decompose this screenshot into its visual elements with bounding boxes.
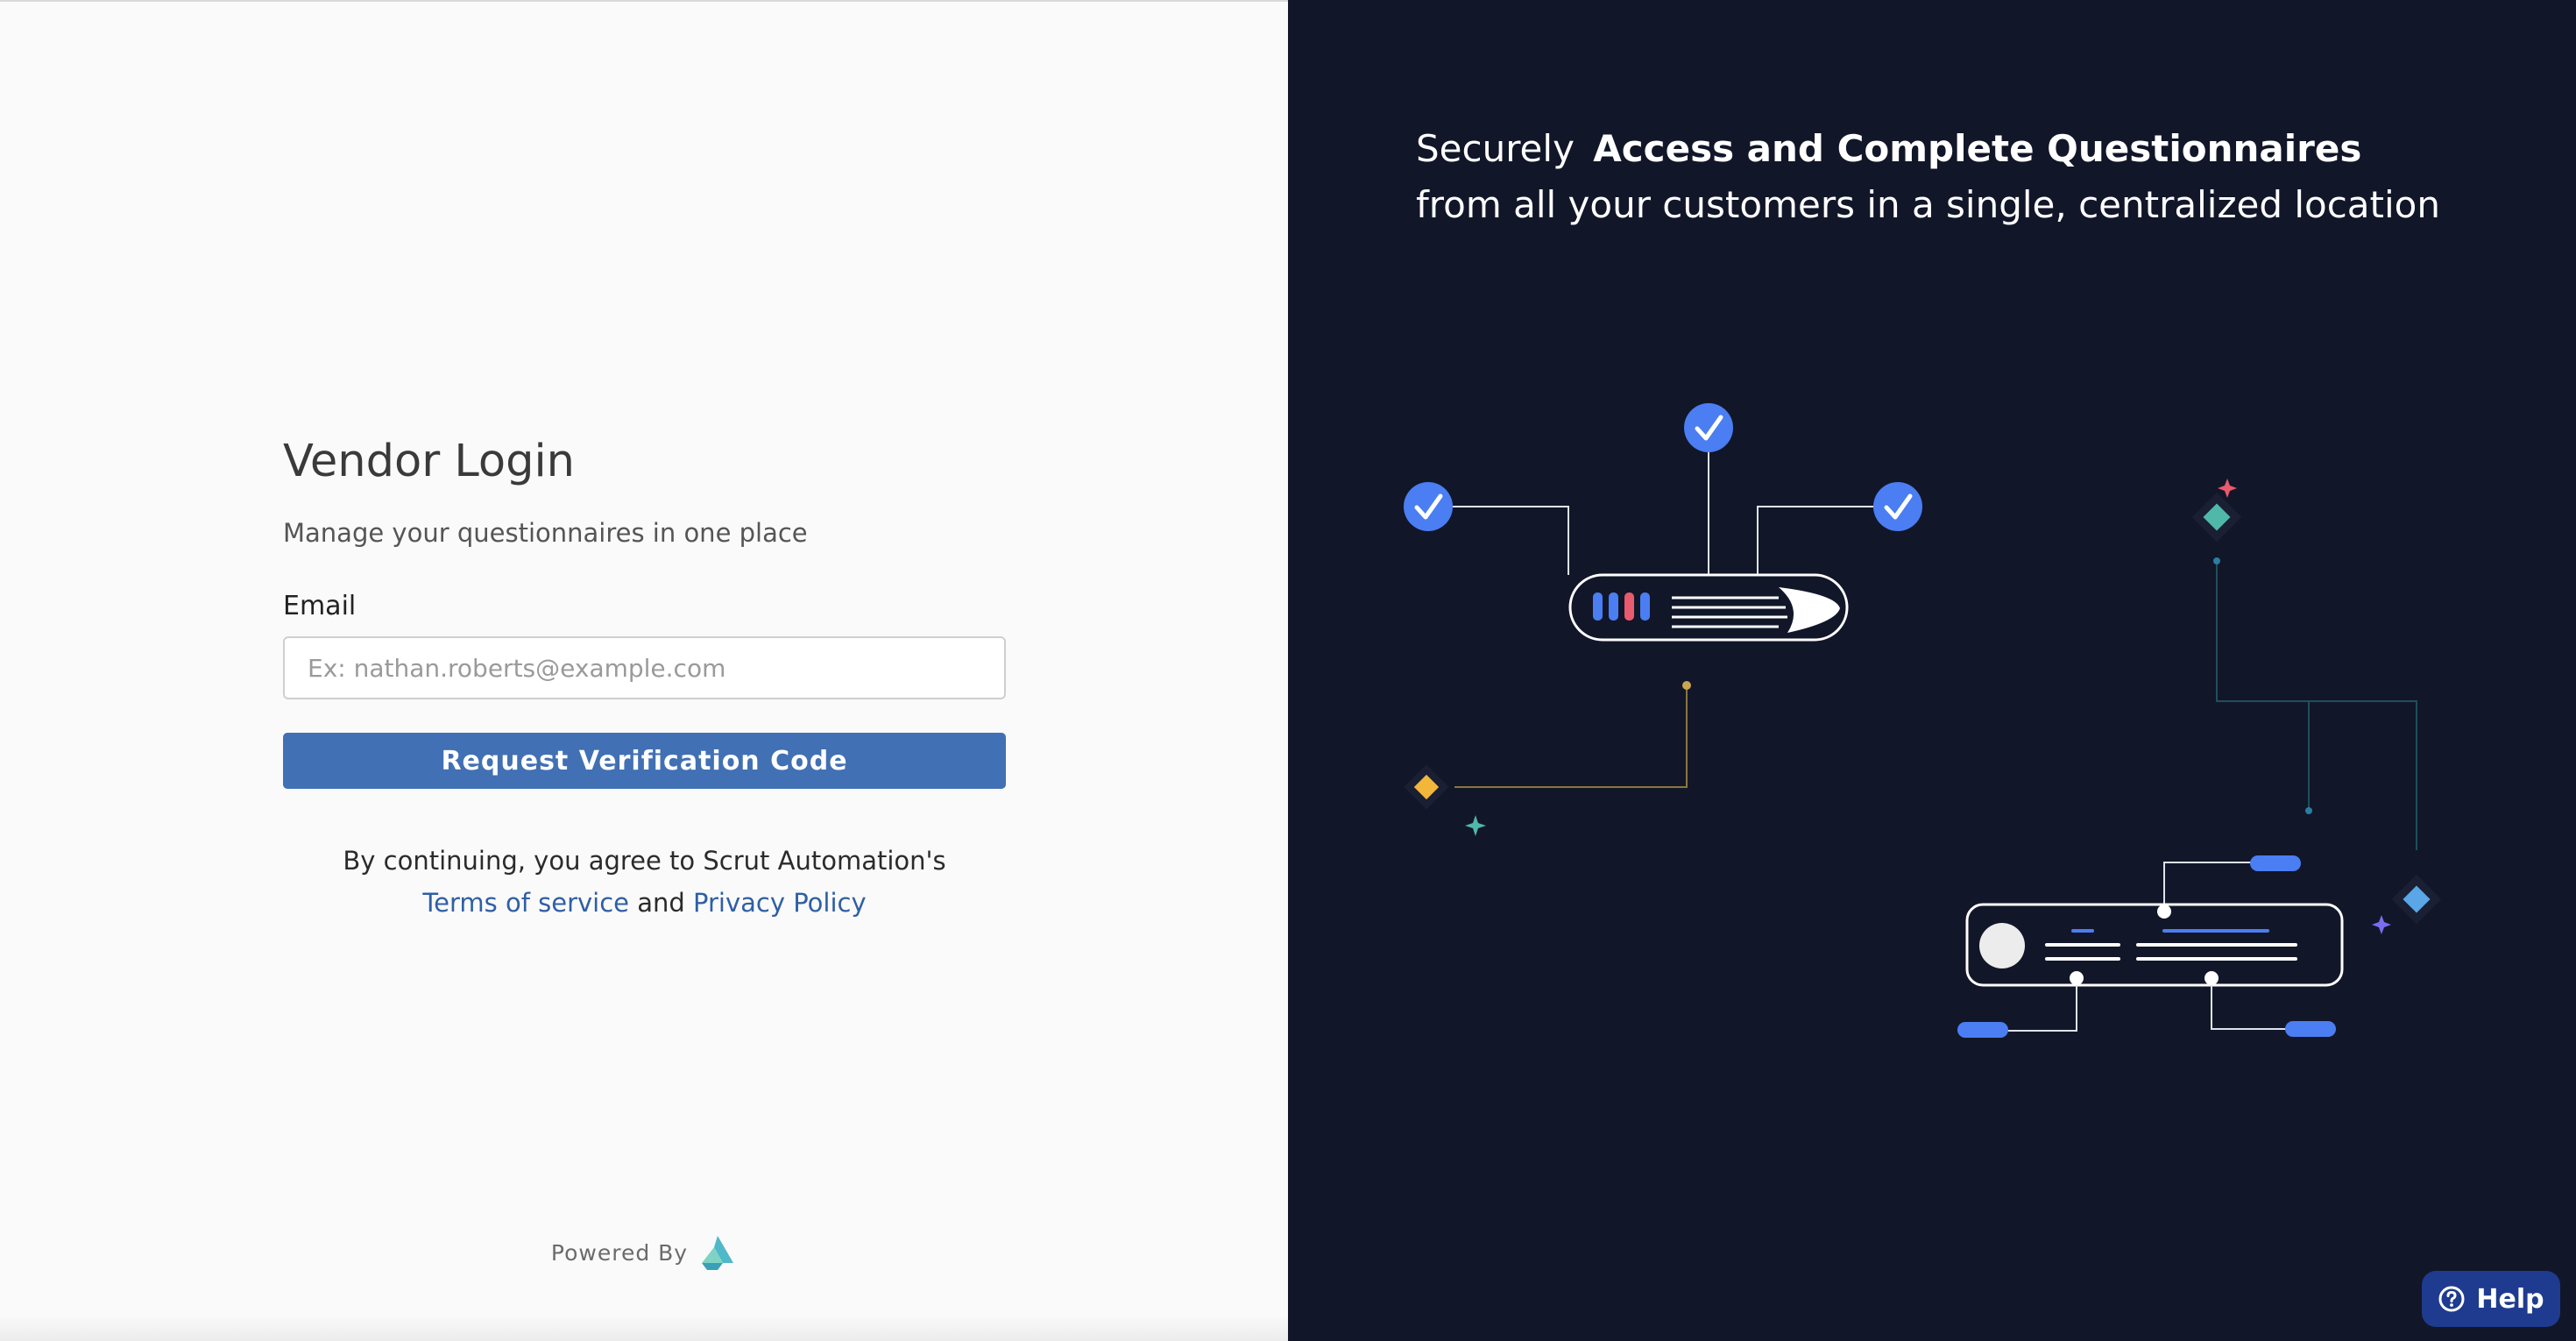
scrut-logo-icon bbox=[698, 1233, 737, 1272]
teal-sparkle-icon bbox=[1465, 815, 1486, 836]
hero-headline-line2: from all your customers in a single, cen… bbox=[1416, 183, 2440, 226]
login-form: Vendor Login Manage your questionnaires … bbox=[283, 431, 1006, 924]
teal-node-dot-mid bbox=[2305, 807, 2312, 814]
teal-diamond-icon bbox=[2191, 492, 2242, 543]
help-label: Help bbox=[2476, 1283, 2544, 1315]
connector-lines bbox=[1433, 429, 1897, 575]
teal-connector bbox=[2216, 561, 2417, 850]
terms-of-service-link[interactable]: Terms of service bbox=[422, 888, 630, 918]
legal-prefix: By continuing, you agree to Scrut Automa… bbox=[343, 846, 946, 876]
amber-connector bbox=[1454, 685, 1688, 788]
check-icon-left bbox=[1404, 482, 1453, 531]
legal-and: and bbox=[629, 888, 694, 918]
page-title: Vendor Login bbox=[283, 436, 575, 487]
question-circle-icon bbox=[2438, 1286, 2465, 1312]
hero-panel: Securely Access and Complete Questionnai… bbox=[1288, 0, 2576, 1341]
request-verification-code-button[interactable]: Request Verification Code bbox=[283, 733, 1006, 789]
login-panel: Vendor Login Manage your questionnaires … bbox=[0, 0, 1288, 1341]
red-sparkle-icon bbox=[2218, 479, 2237, 498]
check-icon-center bbox=[1684, 403, 1733, 452]
bottom-shadow bbox=[0, 1315, 1288, 1341]
legal-text: By continuing, you agree to Scrut Automa… bbox=[283, 840, 1006, 924]
hero-headline-line1: Securely Access and Complete Questionnai… bbox=[1416, 121, 2440, 177]
blue-diamond-icon bbox=[2391, 874, 2442, 925]
help-button[interactable]: Help bbox=[2422, 1271, 2560, 1327]
hero-illustration bbox=[1404, 403, 2442, 1038]
page-subtitle: Manage your questionnaires in one place bbox=[283, 518, 808, 548]
yellow-diamond-icon bbox=[1404, 764, 1449, 810]
powered-by: Powered By bbox=[0, 1233, 1288, 1272]
check-icon-right bbox=[1873, 482, 1922, 531]
powered-by-label: Powered By bbox=[550, 1239, 689, 1266]
privacy-policy-link[interactable]: Privacy Policy bbox=[693, 888, 867, 918]
hero-headline: Securely Access and Complete Questionnai… bbox=[1416, 121, 2440, 233]
hero-headline-normal: Securely bbox=[1416, 127, 1575, 170]
profile-card-icon bbox=[1957, 855, 2344, 1038]
purple-sparkle-icon bbox=[2372, 915, 2391, 934]
amber-node-dot bbox=[1682, 681, 1691, 690]
teal-node-dot-top bbox=[2213, 557, 2220, 564]
hero-headline-bold: Access and Complete Questionnaires bbox=[1593, 127, 2362, 170]
server-pill-icon bbox=[1568, 573, 1849, 642]
email-field[interactable] bbox=[283, 636, 1006, 699]
email-label: Email bbox=[283, 591, 357, 621]
